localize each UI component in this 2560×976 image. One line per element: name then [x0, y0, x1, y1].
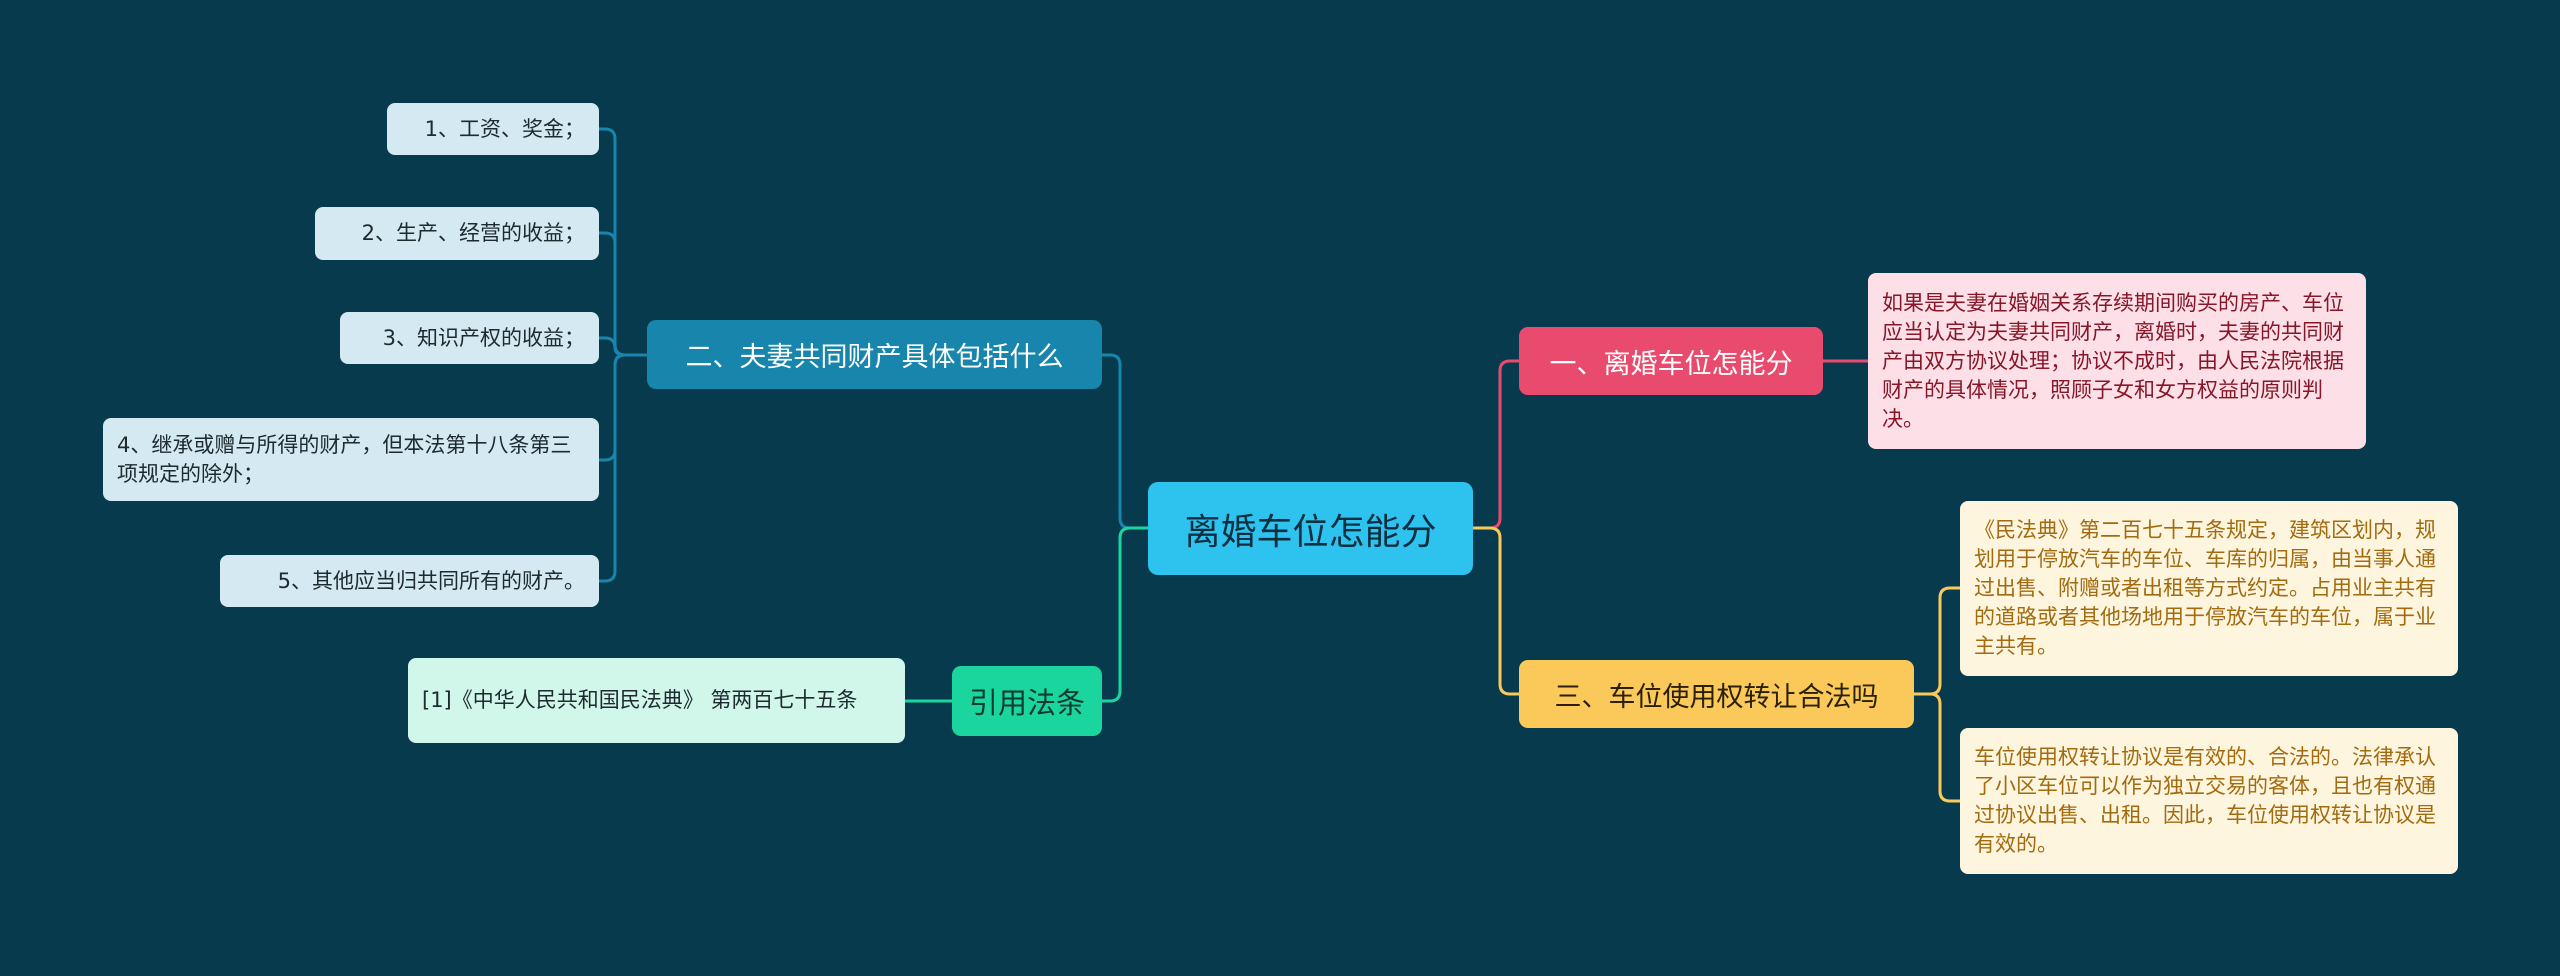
item-text: 5、其他应当归共同所有的财产。 [277, 568, 585, 593]
line-branch3-detail1 [1914, 586, 1960, 696]
line-center-ref [1102, 526, 1148, 703]
line-center-branch2 [1102, 353, 1148, 530]
branch-cited-law[interactable]: 引用法条 [952, 666, 1102, 736]
detail-text: 《民法典》第二百七十五条规定，建筑区划内，规划用于停放汽车的车位、车库的归属，由… [1974, 518, 2436, 658]
list-item[interactable]: 3、知识产权的收益； [340, 312, 599, 364]
branch-label: 二、夫妻共同财产具体包括什么 [685, 342, 1064, 373]
detail-text: 如果是夫妻在婚姻关系存续期间购买的房产、车位应当认定为夫妻共同财产，离婚时，夫妻… [1882, 290, 2344, 431]
list-item[interactable]: 2、生产、经营的收益； [315, 207, 599, 260]
line-branch3-detail2 [1914, 692, 1960, 803]
item-text: 4、继承或赠与所得的财产，但本法第十八条第三项规定的除外； [117, 432, 572, 486]
line-branch2-item5 [599, 353, 647, 583]
branch3-detail-2[interactable]: 车位使用权转让协议是有效的、合法的。法律承认了小区车位可以作为独立交易的客体，且… [1960, 728, 2458, 874]
item-text: 3、知识产权的收益； [382, 325, 585, 350]
branch-joint-property[interactable]: 二、夫妻共同财产具体包括什么 [647, 320, 1102, 389]
central-topic[interactable]: 离婚车位怎能分 [1148, 482, 1473, 575]
branch-label: 一、离婚车位怎能分 [1549, 348, 1793, 380]
central-topic-label: 离婚车位怎能分 [1184, 511, 1437, 553]
list-item[interactable]: 1、工资、奖金； [387, 103, 599, 155]
item-text: 1、工资、奖金； [424, 116, 585, 141]
item-text: 2、生产、经营的收益； [361, 221, 585, 245]
detail-text: 车位使用权转让协议是有效的、合法的。法律承认了小区车位可以作为独立交易的客体，且… [1974, 745, 2436, 856]
branch-transfer-legal[interactable]: 三、车位使用权转让合法吗 [1519, 660, 1914, 728]
detail-text: [1]《中华人民共和国民法典》 第两百七十五条 [422, 688, 858, 712]
cited-law-detail[interactable]: [1]《中华人民共和国民法典》 第两百七十五条 [408, 658, 905, 743]
line-branch2-item1 [599, 127, 647, 357]
branch-label: 三、车位使用权转让合法吗 [1554, 681, 1879, 713]
line-branch2-item4 [599, 353, 647, 462]
line-branch2-item3 [599, 336, 647, 357]
list-item[interactable]: 4、继承或赠与所得的财产，但本法第十八条第三项规定的除外； [103, 418, 599, 501]
line-center-branch1 [1473, 359, 1519, 530]
branch-divorce-parking[interactable]: 一、离婚车位怎能分 [1519, 327, 1823, 395]
branch3-detail-1[interactable]: 《民法典》第二百七十五条规定，建筑区划内，规划用于停放汽车的车位、车库的归属，由… [1960, 501, 2458, 676]
line-center-branch3 [1473, 526, 1519, 696]
list-item[interactable]: 5、其他应当归共同所有的财产。 [220, 555, 599, 607]
branch1-detail[interactable]: 如果是夫妻在婚姻关系存续期间购买的房产、车位应当认定为夫妻共同财产，离婚时，夫妻… [1868, 273, 2366, 449]
branch-label: 引用法条 [968, 686, 1085, 720]
